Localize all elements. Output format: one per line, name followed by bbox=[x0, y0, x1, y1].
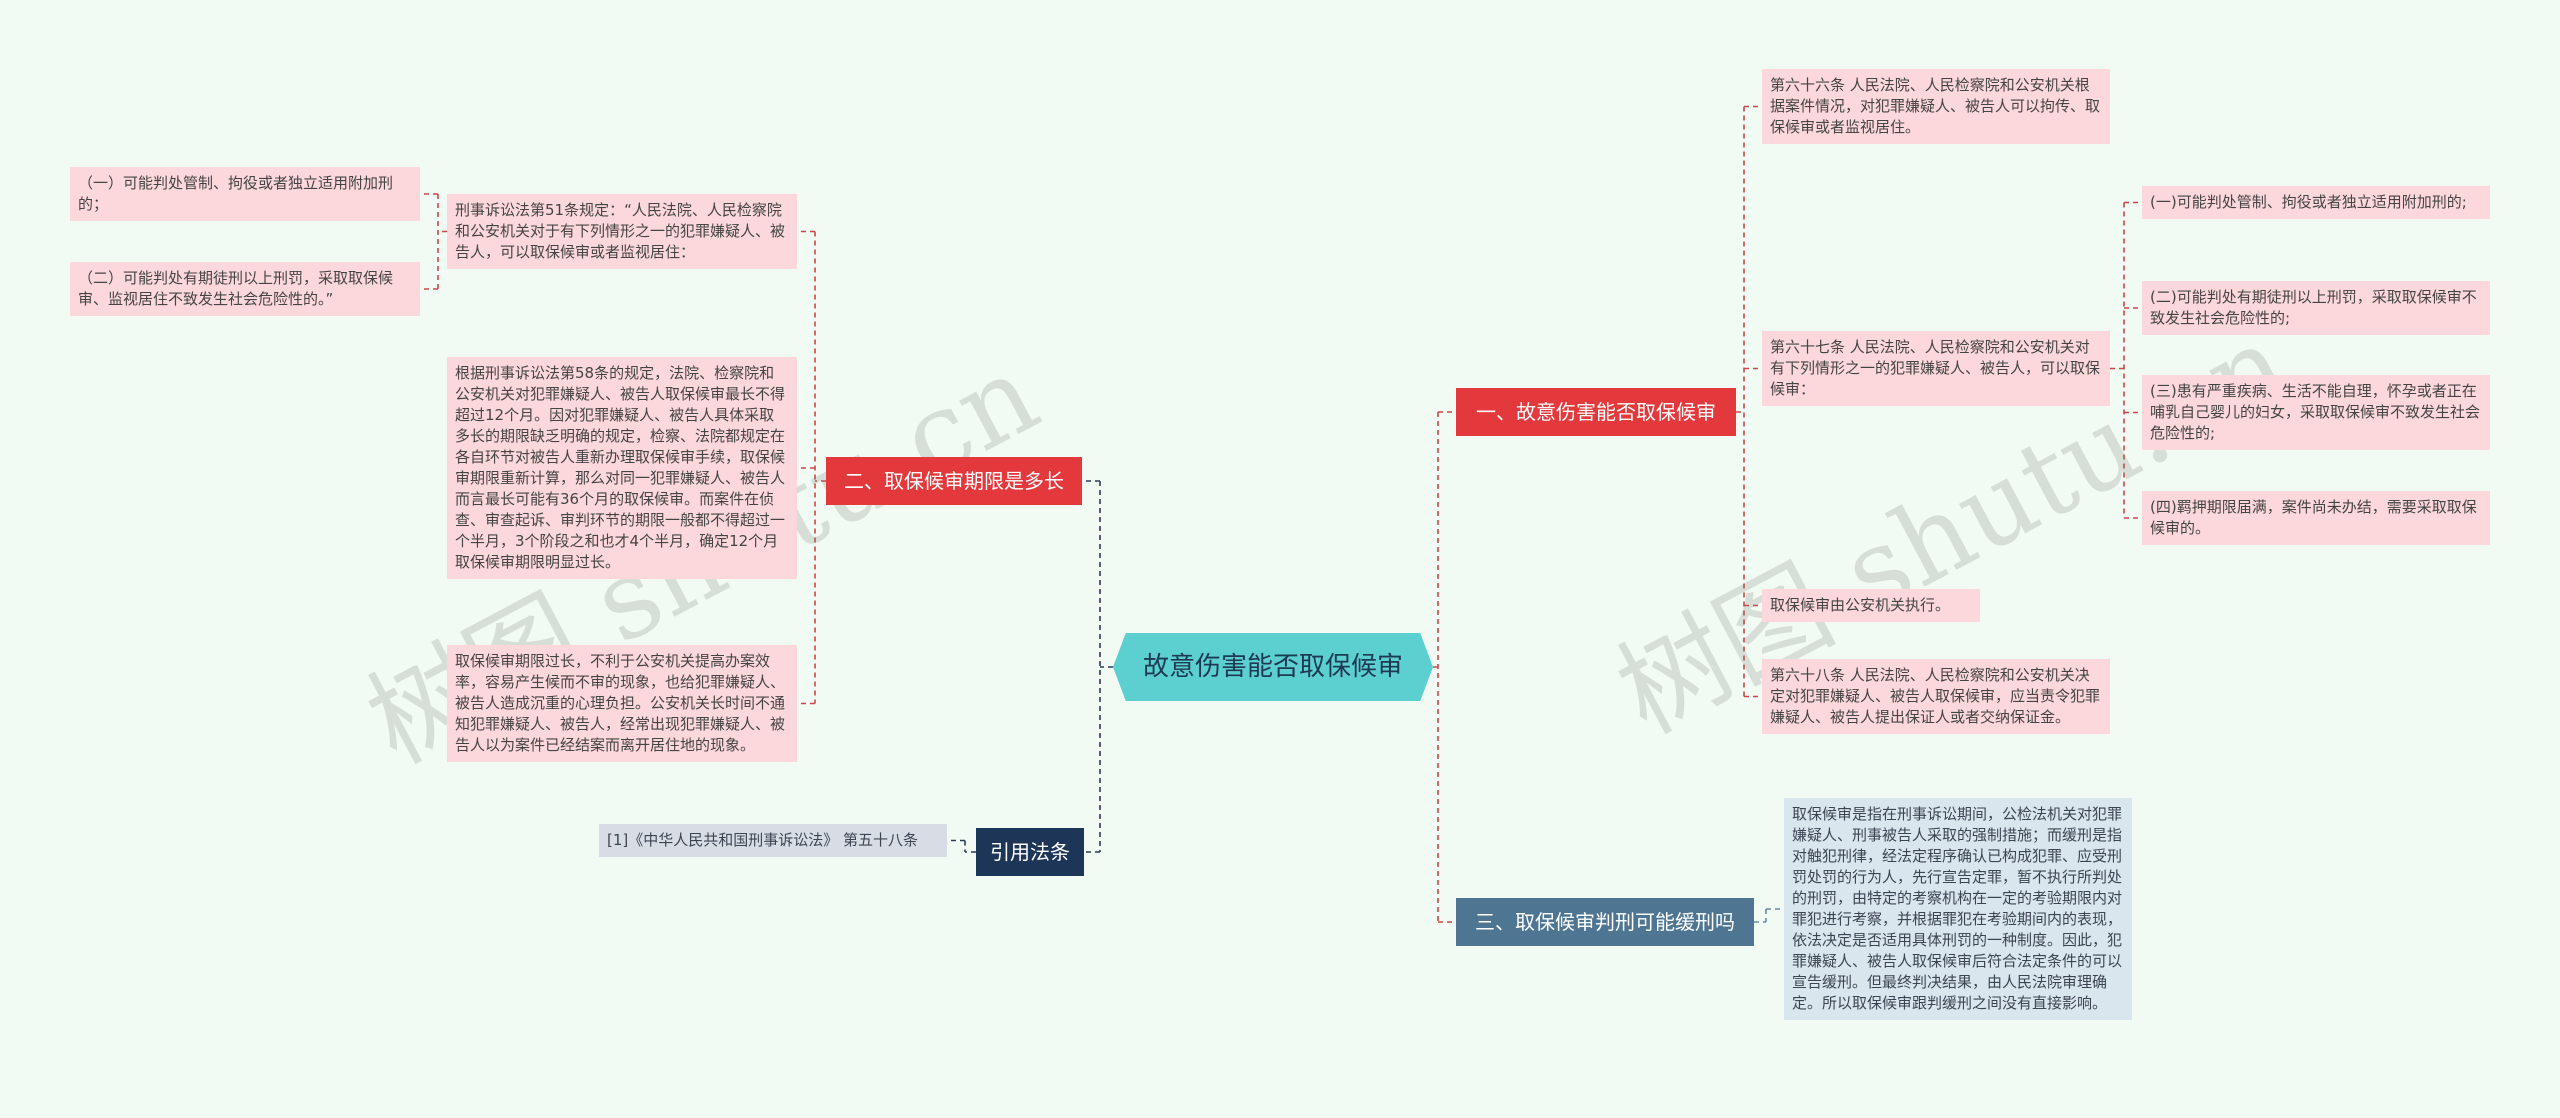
branch-cited-law[interactable]: 引用法条 bbox=[976, 828, 1084, 876]
leaf-probation-explanation[interactable]: 取保候审是指在刑事诉讼期间，公检法机关对犯罪嫌疑人、刑事被告人采取的强制措施；而… bbox=[1784, 798, 2132, 1020]
link-root-right bbox=[1433, 411, 1456, 923]
leaf-article-51-item-2[interactable]: （二）可能判处有期徒刑以上刑罚，采取取保候审、监视居住不致发生社会危险性的。” bbox=[70, 262, 420, 316]
leaf-article-67-item-3[interactable]: (三)患有严重疾病、生活不能自理，怀孕或者正在哺乳自己婴儿的妇女，采取取保候审不… bbox=[2142, 375, 2490, 450]
leaf-article-51-item-1[interactable]: （一）可能判处管制、拘役或者独立适用附加刑的； bbox=[70, 167, 420, 221]
link-article51 bbox=[420, 193, 447, 290]
link-article67 bbox=[2110, 201, 2142, 519]
root-topic[interactable]: 故意伤害能否取保候审 bbox=[1113, 633, 1433, 701]
link-branch3 bbox=[1754, 908, 1784, 923]
leaf-article-68[interactable]: 第六十八条 人民法院、人民检察院和公安机关决定对犯罪嫌疑人、被告人取保候审，应当… bbox=[1762, 659, 2110, 734]
leaf-duration-too-long[interactable]: 取保候审期限过长，不利于公安机关提高办案效率，容易产生候而不审的现象，也给犯罪嫌… bbox=[447, 645, 797, 762]
leaf-article-66[interactable]: 第六十六条 人民法院、人民检察院和公安机关根据案件情况，对犯罪嫌疑人、被告人可以… bbox=[1762, 69, 2110, 144]
leaf-article-67-item-2[interactable]: (二)可能判处有期徒刑以上刑罚，采取取保候审不致发生社会危险性的; bbox=[2142, 281, 2490, 335]
leaf-article-51[interactable]: 刑事诉讼法第51条规定：“人民法院、人民检察院和公安机关对于有下列情形之一的犯罪… bbox=[447, 194, 797, 269]
leaf-article-67-item-1[interactable]: (一)可能判处管制、拘役或者独立适用附加刑的; bbox=[2142, 186, 2490, 219]
leaf-reference-article-58[interactable]: [1]《中华人民共和国刑事诉讼法》 第五十八条 bbox=[599, 824, 947, 857]
link-branch2 bbox=[797, 230, 826, 705]
leaf-executed-by-police[interactable]: 取保候审由公安机关执行。 bbox=[1762, 589, 1980, 622]
link-root-left bbox=[1082, 480, 1113, 853]
link-branch4 bbox=[947, 839, 976, 853]
leaf-article-67[interactable]: 第六十七条 人民法院、人民检察院和公安机关对有下列情形之一的犯罪嫌疑人、被告人，… bbox=[1762, 331, 2110, 406]
branch-bail-duration[interactable]: 二、取保候审期限是多长 bbox=[826, 457, 1082, 505]
leaf-article-67-item-4[interactable]: (四)羁押期限届满，案件尚未办结，需要采取取保候审的。 bbox=[2142, 491, 2490, 545]
branch-bail-possible[interactable]: 一、故意伤害能否取保候审 bbox=[1456, 388, 1736, 436]
link-branch1 bbox=[1736, 105, 1762, 698]
leaf-article-58-analysis[interactable]: 根据刑事诉讼法第58条的规定，法院、检察院和公安机关对犯罪嫌疑人、被告人取保候审… bbox=[447, 357, 797, 579]
branch-probation[interactable]: 三、取保候审判刑可能缓刑吗 bbox=[1456, 898, 1754, 946]
